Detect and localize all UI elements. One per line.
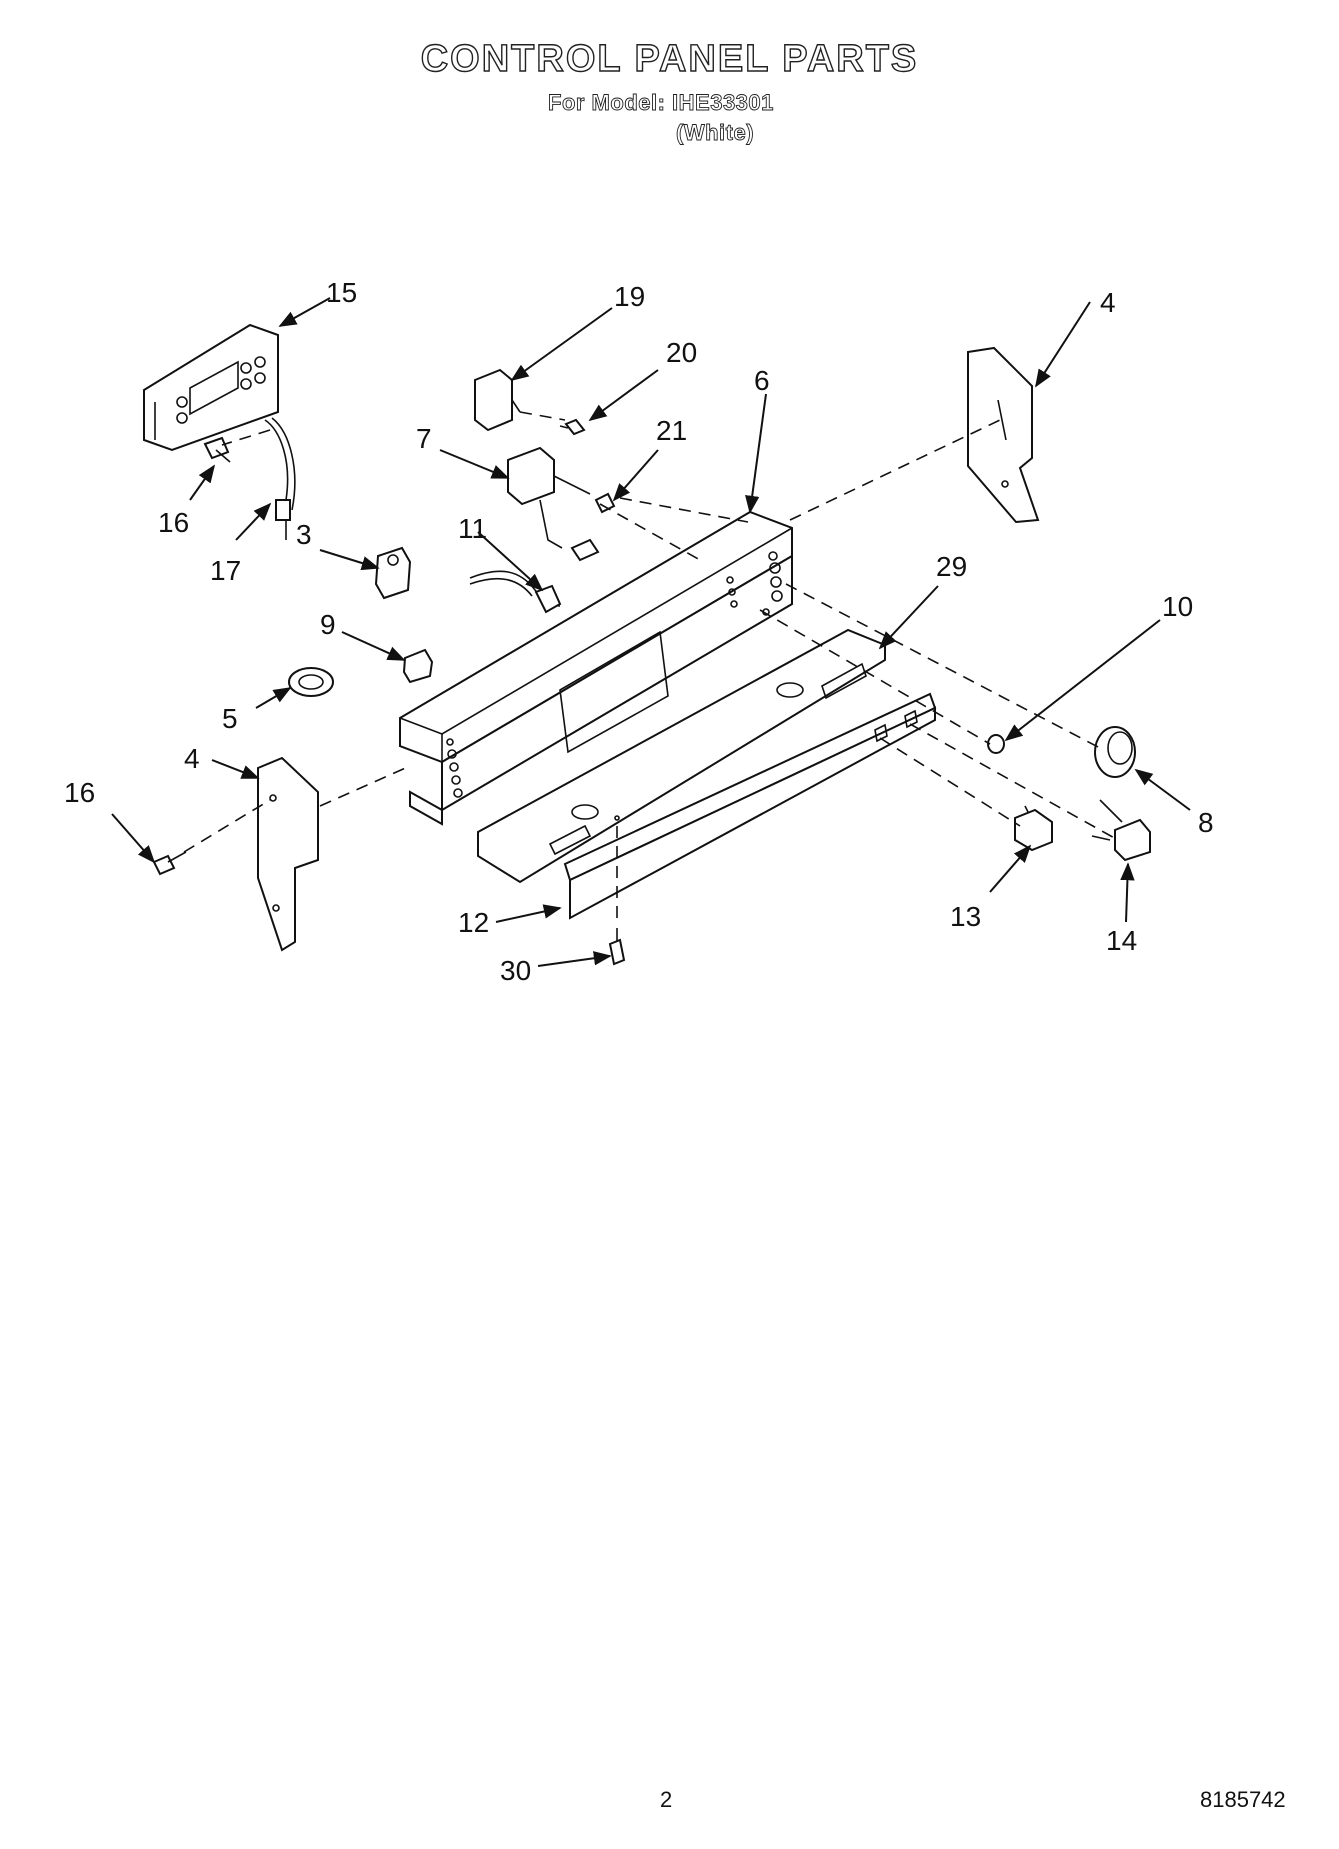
callout-21: 21 (656, 415, 687, 446)
callout-15: 15 (326, 277, 357, 308)
callout-3: 3 (296, 519, 312, 550)
callout-7: 7 (416, 423, 432, 454)
callout-8: 8 (1198, 807, 1214, 838)
page-number: 2 (660, 1787, 673, 1812)
callout-5: 5 (222, 703, 238, 734)
screw-part-16-bottom (152, 851, 187, 876)
callout-labels: 15 19 20 4 6 7 21 16 17 3 11 29 10 9 5 4… (64, 277, 1214, 986)
callout-16-bottom: 16 (64, 777, 95, 808)
callout-4-right: 4 (1100, 287, 1116, 318)
callout-17: 17 (210, 555, 241, 586)
callout-13: 13 (950, 901, 981, 932)
gear-part-5 (288, 667, 334, 697)
screw-part-20 (559, 418, 586, 436)
panel-holes-left (446, 738, 463, 798)
panel-holes-right (726, 551, 783, 616)
callout-29: 29 (936, 551, 967, 582)
callout-20: 20 (666, 337, 697, 368)
screw-part-16-top (203, 436, 231, 463)
page-title: CONTROL PANEL PARTS (420, 37, 919, 80)
model-line: For Model: IHE33301 (548, 90, 774, 116)
right-end-cap-part-4 (967, 346, 1040, 524)
relay-part-9 (402, 648, 434, 684)
switch-part-7 (507, 446, 600, 562)
left-end-cap-part-4 (257, 756, 319, 952)
clock-timer-part-15 (143, 323, 279, 452)
leader-arrows (111, 297, 1191, 967)
rail-part-12 (563, 692, 937, 920)
screw-part-21 (594, 492, 616, 514)
color-line: (White) (676, 120, 755, 146)
callout-30: 30 (500, 955, 531, 986)
knob-part-8 (1094, 726, 1136, 778)
switch-part-3 (374, 546, 412, 600)
screw-part-30 (608, 928, 626, 966)
wire-harness-part-17 (264, 417, 296, 540)
button-part-10 (987, 734, 1005, 754)
callout-6: 6 (754, 365, 770, 396)
switch-part-19 (474, 368, 566, 432)
callout-9: 9 (320, 609, 336, 640)
switch-part-13 (1014, 805, 1053, 852)
switch-part-14 (1091, 799, 1151, 862)
assembly-dashed-lines (183, 419, 1119, 926)
callout-11: 11 (458, 513, 487, 544)
back-plate-part-29 (477, 628, 886, 884)
callout-10: 10 (1162, 591, 1193, 622)
callout-14: 14 (1106, 925, 1137, 956)
callout-12: 12 (458, 907, 489, 938)
document-number: 8185742 (1200, 1787, 1286, 1812)
callout-16-top: 16 (158, 507, 189, 538)
callout-19: 19 (614, 281, 645, 312)
wire-harness-part-11 (469, 570, 562, 614)
callout-4-left: 4 (184, 743, 200, 774)
